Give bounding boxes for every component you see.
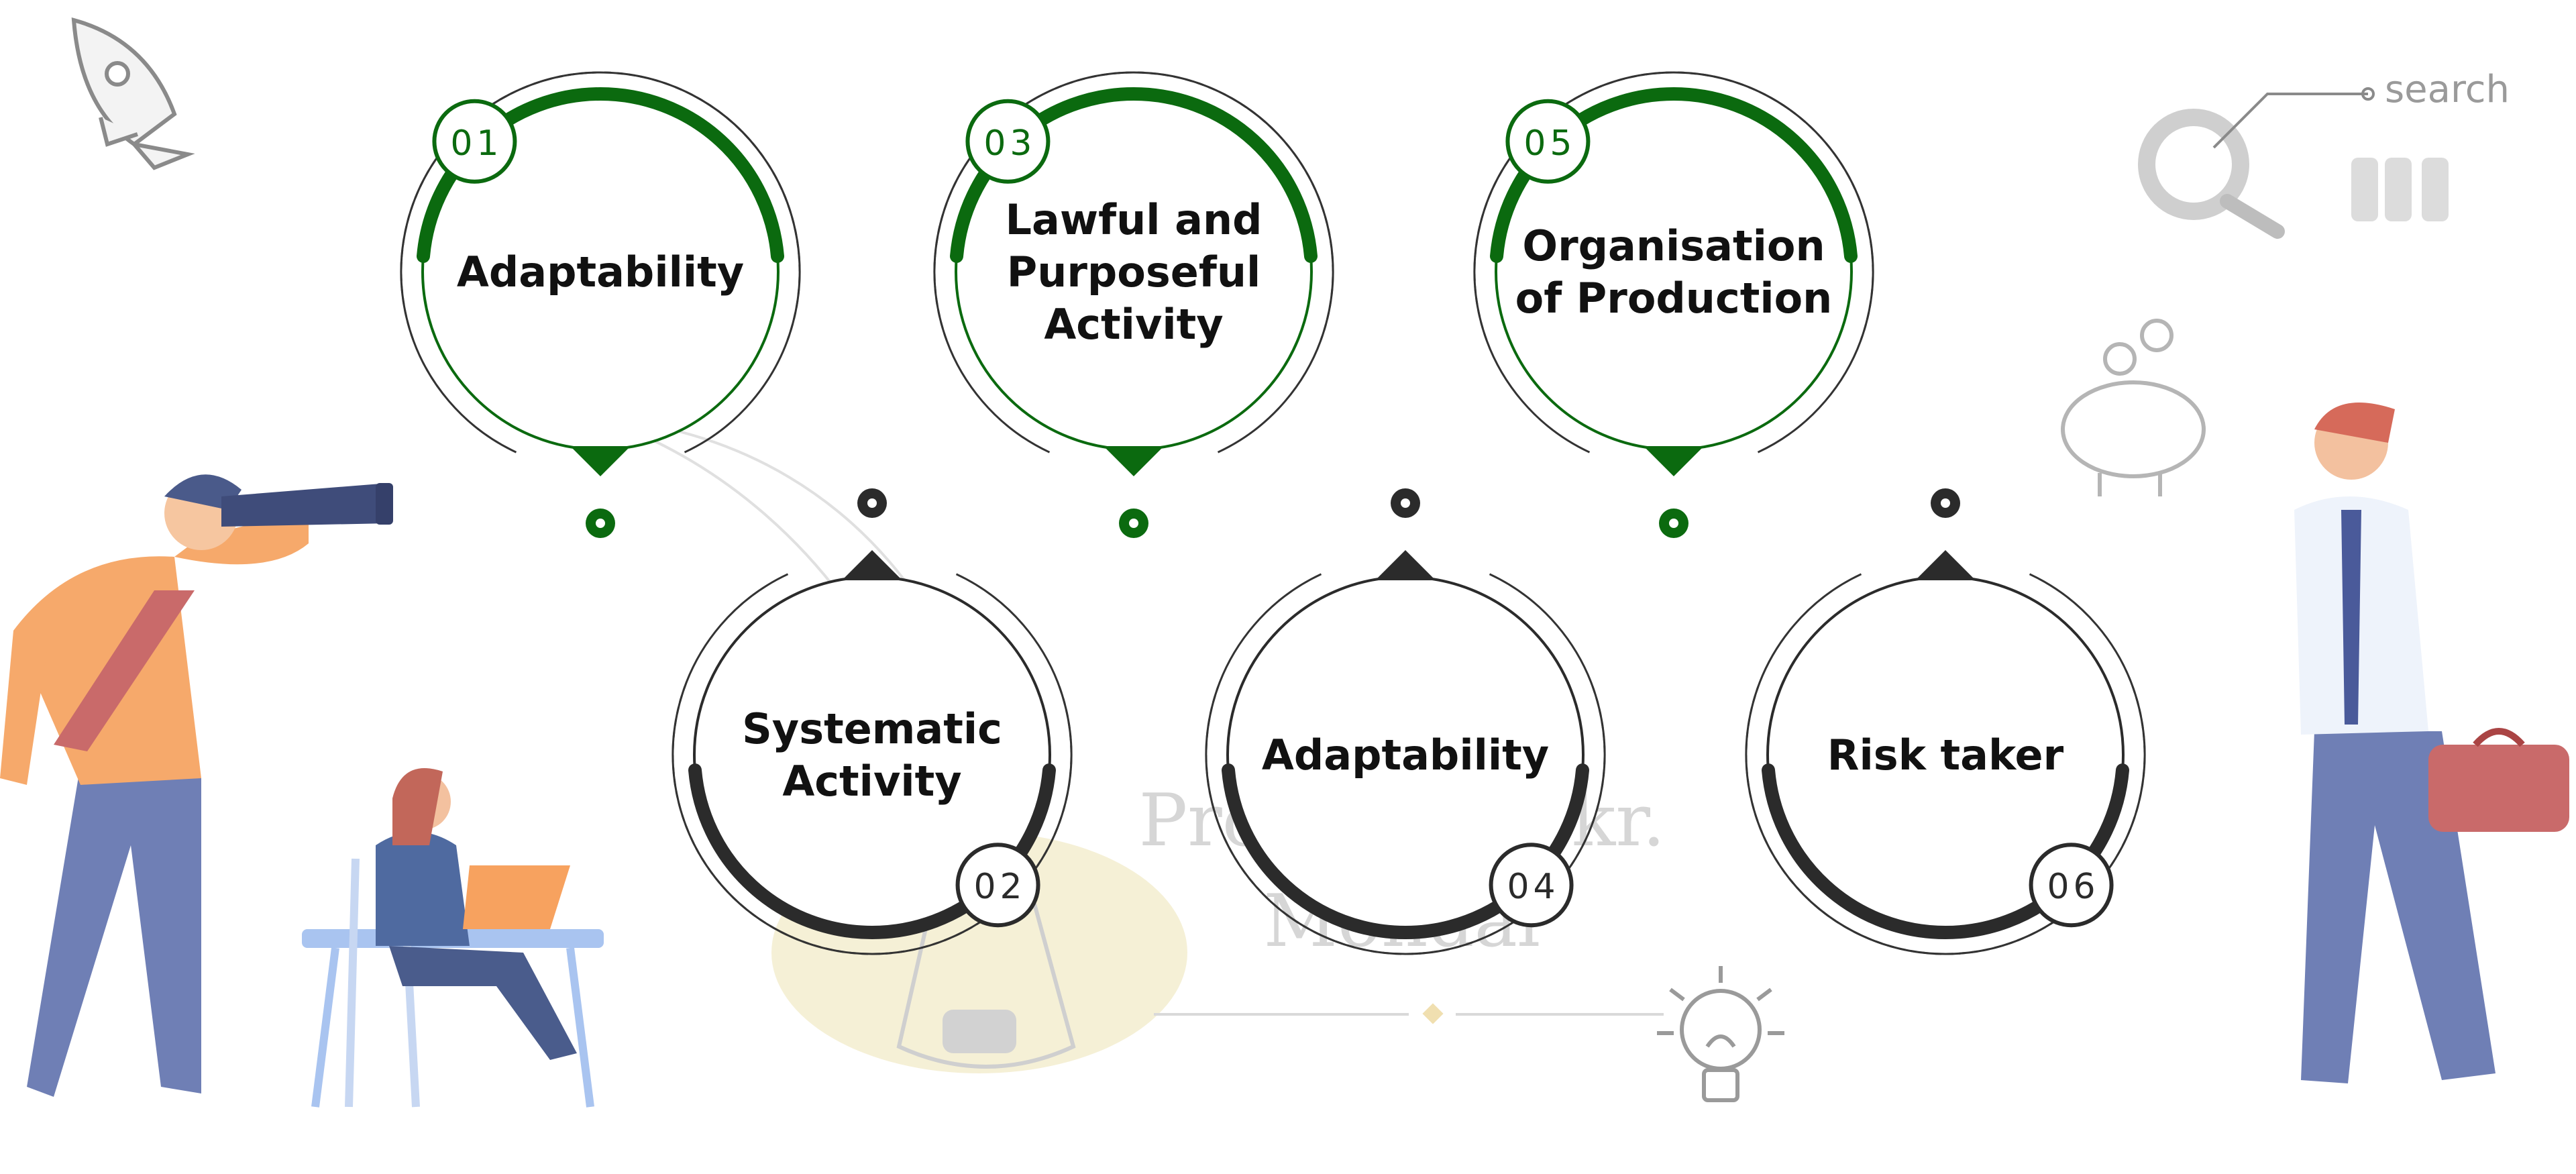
step-label-line: Adaptability [457,248,744,297]
pointer-triangle [570,446,631,476]
step-number: 05 [1523,123,1576,164]
progress-arc [950,87,1318,263]
progress-arc [1762,763,2129,939]
piggy-bank-icon [2061,319,2206,496]
step-number: 01 [450,123,502,164]
number-badge [1489,843,1574,928]
step-number: 03 [983,123,1036,164]
outer-ring [933,71,1334,453]
step-number: 02 [973,867,1026,907]
step-label-line: Lawful and [1006,195,1263,244]
progress-arc [1490,87,1858,263]
pointer-triangle [842,550,902,580]
pointer-triangle [1375,550,1436,580]
progress-arc [688,763,1056,939]
connector-dot-center [1669,519,1678,528]
outer-ring [400,71,801,453]
number-badge [2029,843,2114,928]
number-badge [1505,99,1591,184]
number-badge [432,99,517,184]
outer-ring [1205,573,1606,955]
steps-layer: 01Adaptability02SystematicActivity03Lawf… [400,71,2146,955]
step-number: 04 [1507,867,1559,907]
number-badge [955,843,1040,928]
step-label-line: of Production [1515,274,1833,323]
connector-dot-center [1401,498,1410,508]
progress-arc [1222,763,1589,939]
pointer-triangle [1915,550,1976,580]
magnifier-icon [2138,87,2449,239]
outer-ring [672,573,1073,955]
connector-dot-center [1941,498,1950,508]
connector-dot-center [867,498,877,508]
businessman-figure [2294,403,2569,1083]
rocket-icon [71,17,195,170]
step-label-line: Adaptability [1262,731,1549,780]
step-label-line: Activity [1044,300,1223,349]
laptop-woman-figure [302,768,604,1108]
step-number: 06 [2047,867,2099,907]
outer-ring [1745,573,2146,955]
connector-dot-center [1129,519,1138,528]
number-badge [965,99,1051,184]
pointer-triangle [1644,446,1704,476]
step-label-line: Risk taker [1827,731,2064,780]
telescope-man-figure [0,474,393,1097]
lightbulb-icon [1657,966,1784,1102]
pointer-triangle [1104,446,1164,476]
progress-arc [417,87,784,263]
step-label-line: Purposeful [1007,248,1260,297]
bottom-divider [1154,1003,1664,1024]
step-node-04: 04 Adaptability [1205,488,1606,955]
outer-ring [1473,71,1874,453]
step-label-line: Systematic [742,704,1002,753]
step-label-line: Organisation [1522,221,1825,270]
step-label-line: Activity [782,757,961,806]
step-node-06: 06 Risk taker [1745,488,2146,955]
connector-dot-center [596,519,605,528]
search-label: search [2385,68,2510,111]
